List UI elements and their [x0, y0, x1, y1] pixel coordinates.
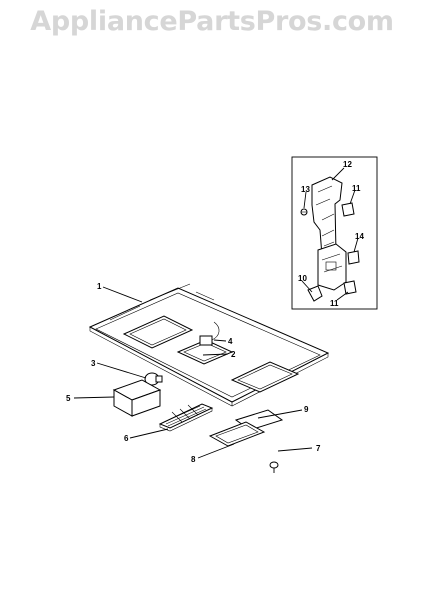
- screw-7-part: [269, 461, 279, 473]
- leader-lines: [73, 167, 359, 459]
- callout-2: 2: [231, 350, 236, 359]
- callout-3: 3: [91, 359, 96, 368]
- switch-11-top-part: [341, 202, 355, 217]
- grease-filter-part: [158, 403, 214, 432]
- callout-9: 9: [304, 405, 309, 414]
- switch-14-part: [347, 250, 360, 265]
- inset-latch-assembly: [291, 156, 378, 310]
- callout-14: 14: [355, 232, 364, 241]
- callout-10: 10: [298, 274, 307, 283]
- callout-4: 4: [228, 337, 233, 346]
- callout-13: 13: [301, 185, 310, 194]
- callouts: 1 2 3 4 5 6 7 8 9 10 11 11 12 13 14: [66, 160, 364, 464]
- callout-1: 1: [97, 282, 102, 291]
- callout-7: 7: [316, 444, 321, 453]
- callout-12: 12: [343, 160, 352, 169]
- latch-body-part: [311, 176, 347, 291]
- callout-5: 5: [66, 394, 71, 403]
- watermark-logo: AppliancePartsPros.com: [30, 6, 394, 37]
- callout-11-top: 11: [352, 184, 361, 193]
- lens-frame-part: [208, 421, 266, 447]
- lamp-cover-part: [112, 379, 162, 417]
- callout-6: 6: [124, 434, 129, 443]
- callout-8: 8: [191, 455, 196, 464]
- lamp-socket-part: [199, 321, 220, 346]
- lever-10-part: [307, 285, 323, 302]
- screw-13-part: [300, 208, 308, 216]
- switch-11-bottom-part: [343, 280, 357, 295]
- callout-11-bottom: 11: [330, 299, 339, 308]
- inset-frame: [291, 156, 378, 310]
